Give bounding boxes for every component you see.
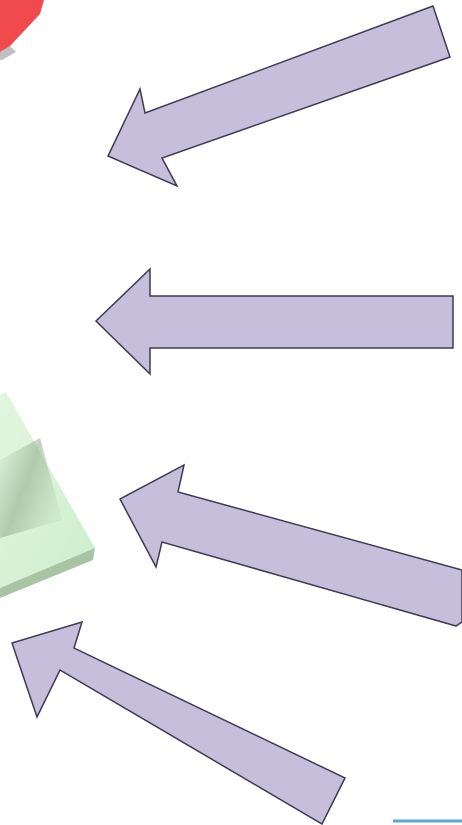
arrow-up-left-lower [11, 620, 347, 825]
arrow-down-left [106, 5, 451, 188]
green-object [0, 392, 95, 598]
red-object [0, 0, 44, 60]
arrow-up-left-upper [118, 463, 462, 627]
arrow-left [94, 267, 454, 376]
